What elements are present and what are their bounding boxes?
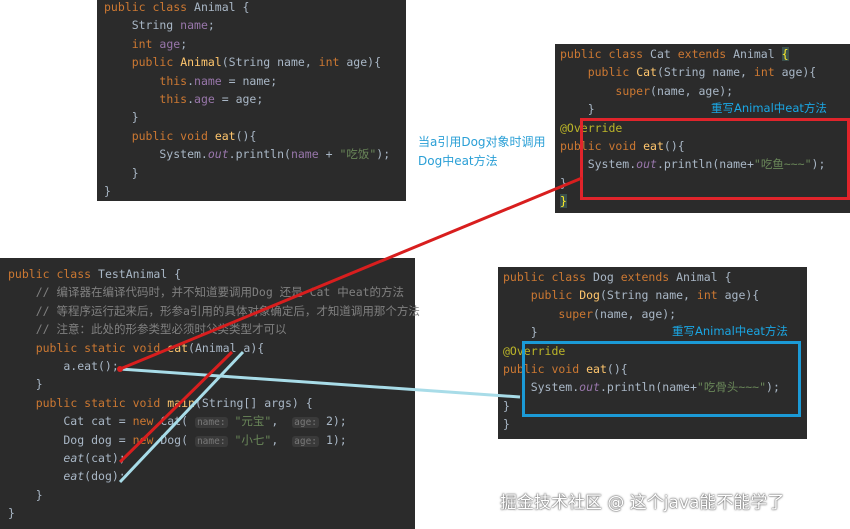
code-line: super(name, age); bbox=[558, 306, 677, 321]
dispatch-callout: 当a引用Dog对象时调用Dog中eat方法 bbox=[418, 135, 546, 168]
code-line: a.eat(); bbox=[8, 359, 119, 373]
dog-code-panel: public class Dog extends Animal { public… bbox=[498, 267, 807, 439]
code-line: System.out.println(name + "吃饭"); bbox=[104, 147, 391, 162]
watermark: 掘金技术社区 @ 这个java能不能学了 bbox=[500, 493, 785, 513]
code-line: } bbox=[503, 398, 510, 413]
code-line: } bbox=[560, 194, 567, 209]
code-line: public static void main(String[] args) { bbox=[35, 395, 313, 410]
code-line: // 等程序运行起来后，形参a引用的具体对象确定后，才知道调用那个方法 bbox=[35, 303, 420, 318]
cat-override-highlight bbox=[580, 118, 850, 200]
code-line: } bbox=[8, 487, 43, 502]
cat-code-panel: public class Cat extends Animal { public… bbox=[555, 44, 850, 213]
animal-code-panel: public class Animal { String name; int a… bbox=[97, 0, 406, 201]
code-line: } bbox=[560, 102, 595, 117]
cat-override-note: 重写Animal中eat方法 bbox=[711, 101, 827, 115]
dog-override-note: 重写Animal中eat方法 bbox=[672, 324, 788, 338]
code-line: public class Dog extends Animal { bbox=[503, 270, 732, 284]
code-line: } bbox=[104, 165, 139, 180]
code-line: Dog dog = new Dog( name: "小七", age: 1); bbox=[8, 432, 347, 447]
code-line: public class TestAnimal { bbox=[8, 267, 182, 281]
code-line: // 注意：此处的形参类型必须时父类类型才可以 bbox=[35, 322, 287, 337]
code-line: @Override bbox=[560, 120, 623, 135]
code-line: // 编译器在编译代码时，并不知道要调用Dog 还是 Cat 中eat的方法 bbox=[35, 285, 405, 300]
code-line: this.name = name; bbox=[159, 73, 278, 88]
code-line: System.out.println(name+"吃鱼~~~"); bbox=[560, 157, 826, 172]
code-line: } bbox=[8, 506, 15, 521]
dog-override-highlight bbox=[522, 341, 801, 417]
code-line: public static void eat(Animal a){ bbox=[35, 340, 265, 355]
code-line: public class Animal { bbox=[104, 0, 250, 14]
code-line: } bbox=[560, 175, 567, 190]
test-animal-code-panel: public class TestAnimal { // 编译器在编译代码时，并… bbox=[0, 258, 420, 529]
code-line: public class Cat extends Animal { bbox=[560, 47, 789, 61]
code-line: int age; bbox=[131, 36, 188, 51]
code-line: super(name, age); bbox=[615, 83, 734, 98]
code-line: Cat cat = new Cat( name: "元宝", age: 2); bbox=[8, 414, 347, 429]
code-line: eat(dog); bbox=[63, 469, 126, 484]
code-line: public Animal(String name, int age){ bbox=[131, 55, 381, 70]
code-line: eat(cat); bbox=[63, 451, 126, 465]
code-line: } bbox=[104, 184, 111, 198]
code-line: } bbox=[104, 110, 139, 125]
code-line: String name; bbox=[104, 18, 215, 33]
code-line: System.out.println(name+"吃骨头~~~"); bbox=[503, 380, 780, 395]
code-line: public Dog(String name, int age){ bbox=[530, 288, 760, 303]
code-line: this.age = age; bbox=[159, 92, 264, 106]
code-line: public Cat(String name, int age){ bbox=[587, 65, 817, 80]
code-line: } bbox=[503, 417, 510, 432]
code-line: } bbox=[8, 377, 43, 392]
code-line: public void eat(){ bbox=[131, 128, 257, 143]
code-line: } bbox=[503, 325, 538, 340]
